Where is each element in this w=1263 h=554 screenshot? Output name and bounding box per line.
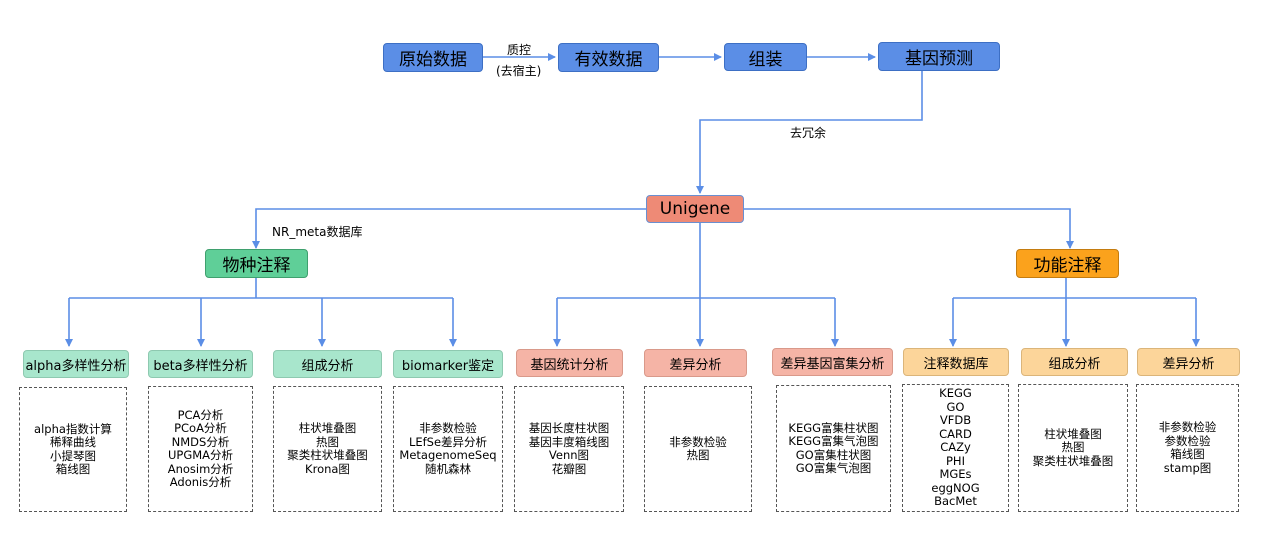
list-item: GO富集柱状图 (795, 447, 872, 462)
list-item: CARD (939, 426, 972, 441)
list-item: PCA分析 (177, 407, 224, 422)
module-alpha-diversity[interactable]: alpha多样性分析 (23, 350, 129, 378)
module-enrichment[interactable]: 差异基因富集分析 (772, 348, 893, 376)
species-annotation-node[interactable]: 物种注释 (205, 249, 308, 278)
detail-differential-2: 非参数检验 参数检验 箱线图 stamp图 (1136, 384, 1239, 512)
list-item: BacMet (934, 494, 977, 509)
module-biomarker[interactable]: biomarker鉴定 (393, 350, 503, 378)
module-beta-diversity[interactable]: beta多样性分析 (148, 350, 253, 378)
list-item: 热图 (1061, 440, 1085, 455)
module-composition-2[interactable]: 组成分析 (1021, 348, 1128, 376)
function-annotation-node[interactable]: 功能注释 (1016, 249, 1119, 278)
list-item: GO富集气泡图 (795, 461, 872, 475)
list-item: 非参数检验 (669, 434, 727, 449)
list-item: 随机森林 (425, 461, 471, 476)
module-differential-2[interactable]: 差异分析 (1137, 348, 1240, 376)
qc-sublabel: (去宿主) (496, 64, 542, 78)
edge-predict-unigene (696, 71, 923, 194)
module-gene-statistics[interactable]: 基因统计分析 (516, 349, 623, 377)
detail-enrichment: KEGG富集柱状图 KEGG富集气泡图 GO富集柱状图 GO富集气泡图 (776, 385, 891, 512)
detail-list: 基因长度柱状图 基因丰度箱线图 Venn图 花瓣图 (528, 421, 610, 476)
list-item: Adonis分析 (169, 475, 232, 489)
edge-unigene-species (252, 208, 646, 249)
list-item: 柱状堆叠图 (1044, 426, 1102, 441)
valid-data-node[interactable]: 有效数据 (558, 43, 659, 72)
detail-composition-2: 柱状堆叠图 热图 聚类柱状堆叠图 (1018, 384, 1128, 512)
list-item: 小提琴图 (49, 448, 96, 463)
detail-list: 非参数检验 参数检验 箱线图 stamp图 (1158, 420, 1217, 475)
list-item: 基因丰度箱线图 (528, 434, 610, 449)
gene-prediction-node[interactable]: 基因预测 (878, 42, 1000, 71)
detail-list: 非参数检验 热图 (669, 434, 727, 463)
detail-annotation-db: KEGG GO VFDB CARD CAZy PHI MGEs eggNOG B… (902, 384, 1009, 512)
detail-differential: 非参数检验 热图 (644, 386, 752, 512)
list-item: 聚类柱状堆叠图 (287, 448, 368, 462)
list-item: PCoA分析 (174, 421, 227, 435)
list-item: 花瓣图 (551, 461, 587, 476)
list-item: CAZy (940, 440, 971, 455)
list-item: KEGG (939, 386, 972, 401)
list-item: 柱状堆叠图 (298, 421, 357, 435)
detail-list: PCA分析 PCoA分析 NMDS分析 UPGMA分析 Anosim分析 Ado… (167, 407, 234, 490)
list-item: KEGG富集气泡图 (788, 434, 879, 448)
dedup-label: 去冗余 (790, 126, 827, 140)
module-annotation-db[interactable]: 注释数据库 (903, 348, 1009, 376)
list-item: 热图 (686, 448, 710, 462)
edge-unigene-function (744, 208, 1074, 249)
module-composition[interactable]: 组成分析 (273, 350, 382, 378)
detail-list: 柱状堆叠图 热图 聚类柱状堆叠图 Krona图 (287, 421, 368, 476)
list-item: eggNOG (931, 480, 980, 495)
list-item: MGEs (939, 467, 972, 482)
detail-list: 非参数检验 LEfSe差异分析 MetagenomeSeq 随机森林 (399, 421, 497, 476)
raw-data-node[interactable]: 原始数据 (383, 43, 483, 72)
unigene-node[interactable]: Unigene (646, 195, 744, 223)
list-item: UPGMA分析 (167, 448, 234, 462)
detail-gene-statistics: 基因长度柱状图 基因丰度箱线图 Venn图 花瓣图 (514, 386, 624, 512)
module-differential[interactable]: 差异分析 (644, 349, 747, 377)
detail-composition: 柱状堆叠图 热图 聚类柱状堆叠图 Krona图 (273, 386, 382, 512)
list-item: Anosim分析 (167, 461, 234, 476)
list-item: 参数检验 (1164, 433, 1211, 448)
list-item: LEfSe差异分析 (408, 434, 488, 449)
list-item: stamp图 (1163, 460, 1212, 475)
detail-list: KEGG GO VFDB CARD CAZy PHI MGEs eggNOG B… (931, 387, 979, 509)
list-item: 聚类柱状堆叠图 (1032, 453, 1114, 468)
list-item: Krona图 (305, 461, 350, 476)
list-item: Venn图 (548, 448, 590, 462)
detail-beta-diversity: PCA分析 PCoA分析 NMDS分析 UPGMA分析 Anosim分析 Ado… (148, 386, 253, 512)
list-item: 基因长度柱状图 (528, 421, 610, 435)
assembly-node[interactable]: 组装 (724, 43, 807, 71)
list-item: alpha指数计算 (34, 421, 112, 436)
nr-meta-db-label: NR_meta数据库 (272, 225, 363, 239)
list-item: 箱线图 (55, 462, 91, 476)
detail-list: 柱状堆叠图 热图 聚类柱状堆叠图 (1032, 426, 1114, 469)
qc-label: 质控 (507, 43, 532, 57)
list-item: 箱线图 (1170, 447, 1205, 461)
list-item: 热图 (316, 434, 339, 449)
detail-list: KEGG富集柱状图 KEGG富集气泡图 GO富集柱状图 GO富集气泡图 (788, 420, 879, 476)
list-item: 非参数检验 (1158, 420, 1217, 434)
detail-alpha-diversity: alpha指数计算 稀释曲线 小提琴图 箱线图 (19, 387, 127, 512)
list-item: KEGG富集柱状图 (788, 420, 879, 435)
list-item: MetagenomeSeq (399, 448, 497, 462)
list-item: VFDB (939, 413, 972, 428)
list-item: 稀释曲线 (49, 435, 96, 449)
list-item: GO (946, 399, 965, 414)
list-item: NMDS分析 (171, 434, 230, 449)
list-item: 非参数检验 (419, 421, 477, 435)
detail-list: alpha指数计算 稀释曲线 小提琴图 箱线图 (34, 421, 112, 477)
detail-biomarker: 非参数检验 LEfSe差异分析 MetagenomeSeq 随机森林 (393, 386, 503, 512)
list-item: PHI (946, 453, 965, 468)
